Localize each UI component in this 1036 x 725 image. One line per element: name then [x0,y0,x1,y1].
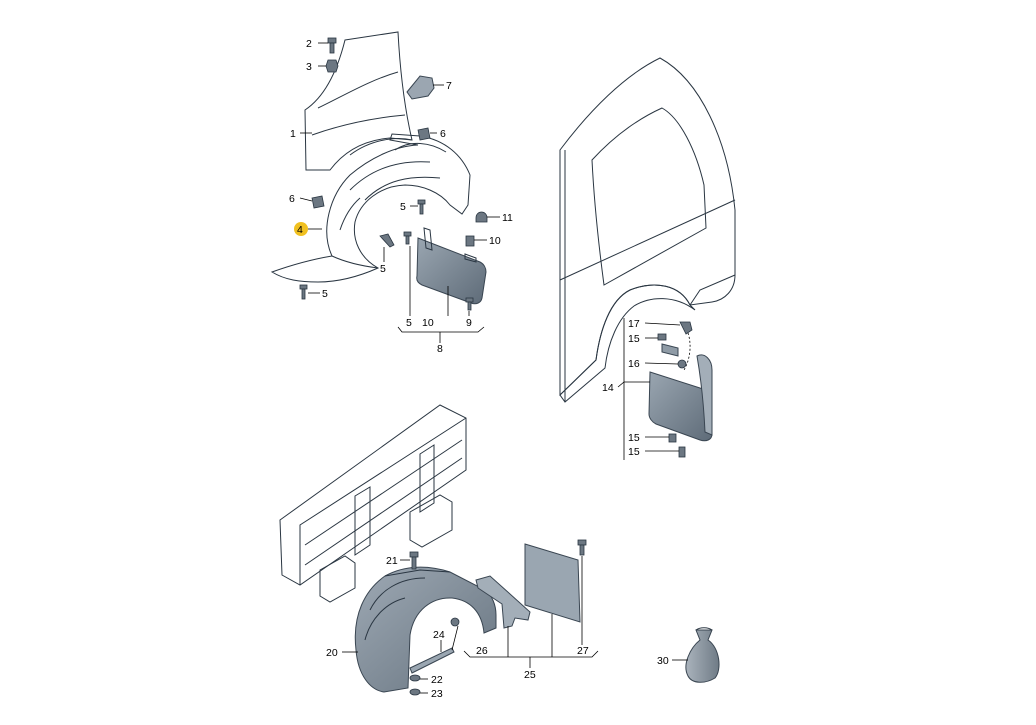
highlight-badge [294,222,308,236]
callout-24: 24 [433,629,445,641]
callout-20: 20 [326,647,338,659]
callout-15: 15 [628,333,640,345]
rear-wheel-arch [354,566,497,693]
callout-10: 10 [489,235,501,247]
van-rear-body [559,57,736,403]
callout-27: 27 [577,645,589,657]
bracket-part-7 [406,75,435,100]
callout-11: 11 [502,212,513,224]
callout-15: 15 [628,432,640,444]
callout-7: 7 [446,80,452,92]
callout-25: 25 [524,669,536,681]
callout-4: 4 [297,224,303,236]
truck-bed-frame [279,404,467,603]
callout-21: 21 [386,555,398,567]
front-fender [304,31,413,171]
rear-mudflap-plate-27 [524,543,581,623]
callout-22: 22 [431,674,443,686]
callout-17: 17 [628,318,640,330]
callout-30: 30 [657,655,669,667]
callout-5: 5 [400,201,406,213]
callout-5: 5 [322,288,328,300]
callout-16: 16 [628,358,640,370]
leader-lines [299,42,688,694]
callout-9: 9 [466,317,472,329]
callout-5: 5 [380,263,386,275]
callout-23: 23 [431,688,443,700]
mounting-bracket-26 [475,575,531,629]
front-mudflap [416,227,487,305]
callout-labels: 2 3 7 1 6 6 5 11 4 10 5 5 9 5 10 8 17 15… [289,38,669,700]
van-side-window [591,107,707,286]
mounting-strip-24 [409,647,455,674]
rear-mudflap [648,332,713,442]
callout-3: 3 [306,61,312,73]
callout-10: 10 [422,317,434,329]
fasteners [299,37,693,696]
callout-14: 14 [602,382,614,394]
wheel-housing-liner [270,133,471,283]
callout-8: 8 [437,343,443,355]
callout-26: 26 [476,645,488,657]
callout-1: 1 [290,128,296,140]
callout-5: 5 [406,317,412,329]
tool-bag [685,627,720,683]
callout-6: 6 [440,128,446,140]
callout-6: 6 [289,193,295,205]
callout-15: 15 [628,446,640,458]
callout-2: 2 [306,38,312,50]
